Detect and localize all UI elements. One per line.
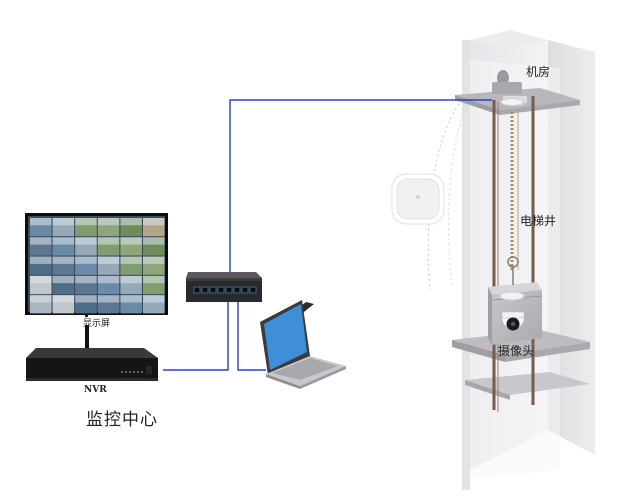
video-thumbnail-sky bbox=[120, 237, 142, 245]
elevator-shaft bbox=[452, 30, 595, 490]
video-thumbnail-sky bbox=[120, 295, 142, 303]
video-thumbnail-sky bbox=[97, 237, 120, 245]
video-thumbnail-sky bbox=[97, 256, 120, 264]
video-thumbnail-sky bbox=[75, 237, 97, 245]
monitor-stand bbox=[85, 325, 89, 350]
video-thumbnail-sky bbox=[30, 275, 52, 284]
video-thumbnail-sky bbox=[30, 218, 52, 226]
switch-to-shaft-cable bbox=[229, 99, 492, 272]
video-thumbnail-sky bbox=[97, 295, 120, 303]
video-thumbnail-sky bbox=[52, 237, 75, 245]
video-thumbnail-sky bbox=[143, 237, 165, 245]
shaft-platform bbox=[452, 330, 590, 355]
video-thumbnail-sky bbox=[97, 218, 120, 226]
wireless-bridge-icon bbox=[391, 173, 445, 225]
switch-to-nvr-cable bbox=[163, 302, 229, 371]
video-thumbnail-sky bbox=[143, 295, 165, 303]
network-switch-icon bbox=[186, 272, 262, 302]
video-wall-grid bbox=[30, 218, 165, 314]
display-label: 显示屏 bbox=[83, 319, 111, 329]
video-thumbnail-sky bbox=[75, 295, 97, 303]
camera-label: 摄像头 bbox=[498, 344, 535, 358]
switch-to-laptop-cable bbox=[237, 302, 266, 371]
video-thumbnail-sky bbox=[30, 256, 52, 264]
machine-room-label: 机房 bbox=[526, 65, 551, 79]
dome-camera-icon bbox=[501, 311, 525, 331]
network-cables bbox=[163, 99, 492, 371]
video-thumbnail-sky bbox=[52, 218, 75, 226]
video-thumbnail-sky bbox=[97, 275, 120, 284]
video-thumbnail-sky bbox=[75, 256, 97, 264]
elevator-shaft-label: 电梯井 bbox=[520, 214, 557, 228]
monitoring-center-title: 监控中心 bbox=[86, 410, 158, 430]
video-thumbnail-sky bbox=[143, 256, 165, 264]
video-thumbnail-sky bbox=[143, 275, 165, 284]
video-thumbnail-sky bbox=[52, 256, 75, 264]
video-thumbnail-sky bbox=[30, 295, 52, 303]
video-thumbnail-sky bbox=[75, 218, 97, 226]
video-thumbnail-sky bbox=[52, 275, 75, 284]
video-thumbnail-sky bbox=[120, 256, 142, 264]
video-thumbnail-sky bbox=[75, 275, 97, 284]
video-thumbnail-sky bbox=[120, 218, 142, 226]
monitor-icon bbox=[25, 213, 168, 350]
machine-room-bridge-icon bbox=[500, 98, 524, 106]
video-thumbnail-sky bbox=[30, 237, 52, 245]
laptop-icon bbox=[260, 300, 346, 389]
video-thumbnail-sky bbox=[120, 275, 142, 284]
video-thumbnail-sky bbox=[52, 295, 75, 303]
video-thumbnail-sky bbox=[143, 218, 165, 226]
nvr-recorder-icon bbox=[26, 348, 158, 381]
nvr-label: NVR bbox=[84, 385, 107, 395]
